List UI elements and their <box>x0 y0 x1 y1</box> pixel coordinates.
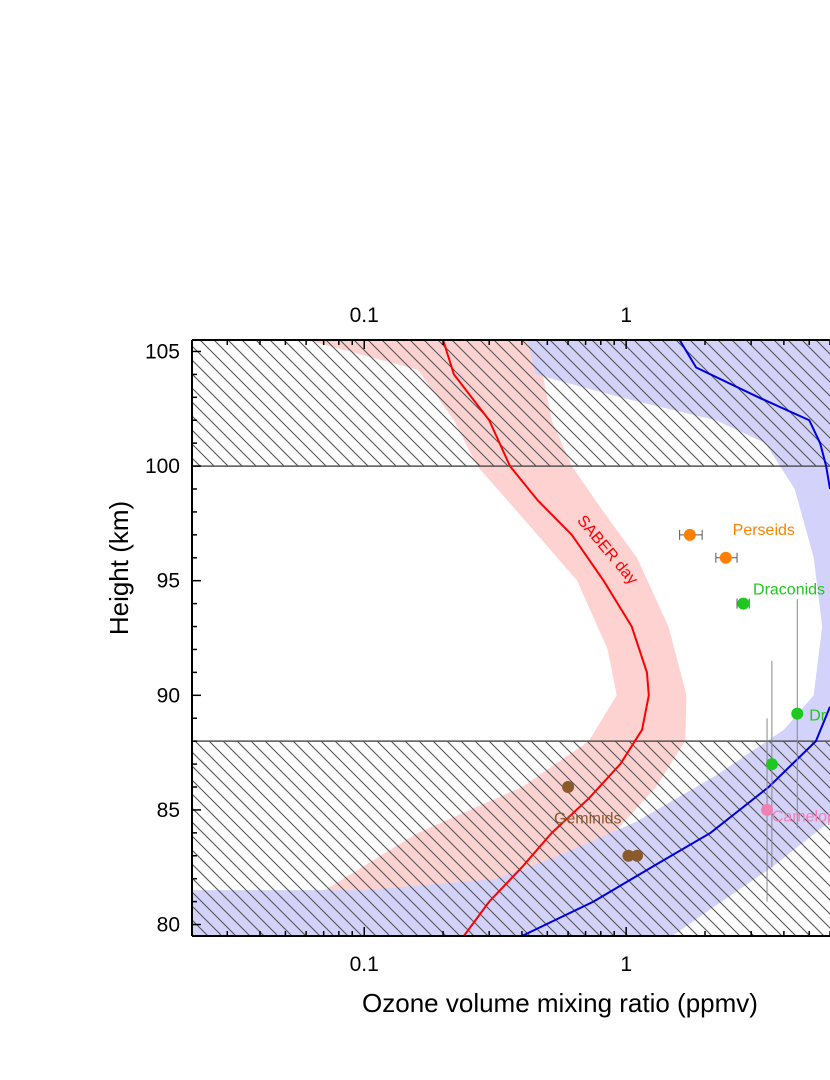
series-line-0-0 <box>442 340 650 936</box>
x-tick-label: 0.1 <box>350 953 379 976</box>
series-line-1-0 <box>678 340 830 490</box>
y-tick-label: 85 <box>157 799 180 822</box>
y-tick-label: 105 <box>145 340 180 363</box>
annotation-geminids: Geminids <box>554 811 622 828</box>
hatched-region-1 <box>192 741 830 936</box>
profile-lines <box>442 340 830 936</box>
point-perseids-1 <box>719 551 732 564</box>
hatched-regions <box>192 340 830 936</box>
point-draconids-2 <box>737 597 750 610</box>
annotation-dr: Dr <box>809 708 827 725</box>
meteor-shower-points <box>562 528 804 902</box>
annotation-camelop: Camelop <box>772 808 830 825</box>
axes: 0.1 0.1 1 1 80 85 90 95 100 105 <box>145 304 830 976</box>
y-tick-label: 80 <box>157 914 180 937</box>
top-x-tick-label: 1 <box>620 304 632 327</box>
y-axis-title: Height (km) <box>104 501 134 635</box>
point-perseids-0 <box>683 528 696 541</box>
point-geminids-6 <box>562 781 575 793</box>
y-tick-label: 95 <box>157 570 180 593</box>
y-tick-label: 100 <box>145 455 180 478</box>
annotation-draconids: Draconids <box>753 581 825 598</box>
y-tick-label: 90 <box>157 684 180 707</box>
hatched-region-0 <box>192 340 830 467</box>
top-x-tick-label: 0.1 <box>350 304 379 327</box>
point-camelopardalids-5 <box>761 803 774 816</box>
x-tick-label: 1 <box>620 953 632 976</box>
point-draconids-3 <box>791 707 804 720</box>
x-axis-title: Ozone volume mixing ratio (ppmv) <box>362 988 758 1018</box>
point-geminids-7 <box>622 849 635 862</box>
annotation-perseids: Perseids <box>733 522 795 539</box>
series-line-1-1 <box>521 706 830 936</box>
point-geminids-8 <box>631 849 644 862</box>
point-draconids-4 <box>765 758 778 771</box>
